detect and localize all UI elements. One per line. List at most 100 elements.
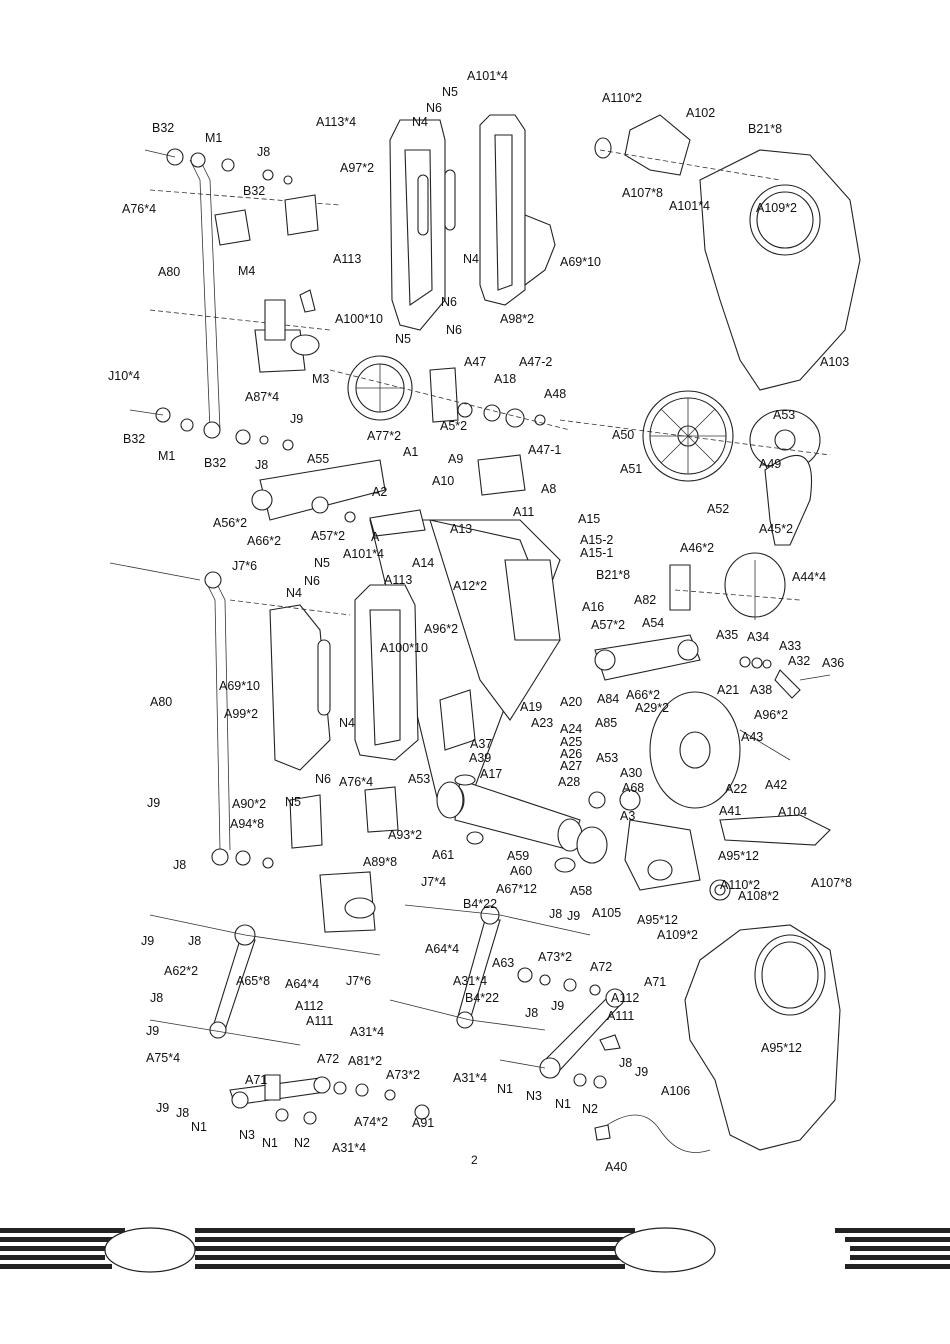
part-callout-label: A109*2 — [756, 201, 797, 215]
part-callout-label: A63 — [492, 956, 514, 970]
part-callout-label: A71 — [245, 1073, 267, 1087]
part-callout-label: A14 — [412, 556, 434, 570]
part-callout-label: N1 — [191, 1120, 207, 1134]
part-callout-label: N5 — [285, 795, 301, 809]
part-callout-label: A15-1 — [580, 546, 613, 560]
part-callout-label: J8 — [549, 907, 562, 921]
part-callout-label: A100*10 — [380, 641, 428, 655]
part-callout-label: A74*2 — [354, 1115, 388, 1129]
part-callout-label: A109*2 — [657, 928, 698, 942]
part-callout-label: A110*2 — [602, 91, 642, 105]
part-callout-label: A28 — [558, 775, 580, 789]
part-callout-label: J9 — [635, 1065, 648, 1079]
part-callout-label: A38 — [750, 683, 772, 697]
part-callout-label: A97*2 — [340, 161, 374, 175]
part-callout-label: A41 — [719, 804, 741, 818]
part-callout-label: A80 — [158, 265, 180, 279]
part-callout-label: A13 — [450, 522, 472, 536]
part-callout-label: A44*4 — [792, 570, 826, 584]
part-callout-label: A77*2 — [367, 429, 401, 443]
part-callout-label: A31*4 — [332, 1141, 366, 1155]
part-callout-label: A112 — [611, 991, 639, 1005]
part-callout-label: N6 — [426, 101, 442, 115]
part-callout-label: J9 — [551, 999, 564, 1013]
part-callout-label: M4 — [238, 264, 255, 278]
part-callout-label: A71 — [644, 975, 666, 989]
part-callout-label: A103 — [820, 355, 849, 369]
part-callout-label: A64*4 — [285, 977, 319, 991]
part-callout-label: A36 — [822, 656, 844, 670]
part-callout-label: A80 — [150, 695, 172, 709]
part-callout-label: A53 — [596, 751, 618, 765]
part-callout-label: A59 — [507, 849, 529, 863]
part-callout-label: J9 — [147, 796, 160, 810]
part-callout-label: M1 — [158, 449, 175, 463]
part-callout-label: N6 — [315, 772, 331, 786]
part-callout-label: A29*2 — [635, 701, 669, 715]
part-callout-label: B32 — [152, 121, 174, 135]
part-callout-label: A96*2 — [424, 622, 458, 636]
part-callout-label: N3 — [239, 1128, 255, 1142]
part-callout-label: A43 — [741, 730, 763, 744]
part-callout-label: A101*4 — [669, 199, 710, 213]
part-callout-label: N4 — [339, 716, 355, 730]
part-callout-label: A111 — [306, 1014, 333, 1028]
part-callout-label: A18 — [494, 372, 516, 386]
part-callout-label: J8 — [619, 1056, 632, 1070]
part-callout-label: A55 — [307, 452, 329, 466]
part-callout-label: A61 — [432, 848, 454, 862]
part-callout-label: A10 — [432, 474, 454, 488]
part-callout-label: N5 — [395, 332, 411, 346]
part-callout-label: J8 — [188, 934, 201, 948]
part-callout-label: N4 — [463, 252, 479, 266]
part-callout-label: A107*8 — [622, 186, 663, 200]
part-callout-label: J8 — [525, 1006, 538, 1020]
part-callout-label: A57*2 — [311, 529, 345, 543]
part-callout-label: M3 — [312, 372, 329, 386]
part-callout-label: A76*4 — [122, 202, 156, 216]
part-callout-label: A85 — [595, 716, 617, 730]
part-callout-label: A57*2 — [591, 618, 625, 632]
part-callout-label: J9 — [290, 412, 303, 426]
part-callout-label: A32 — [788, 654, 810, 668]
part-callout-label: A50 — [612, 428, 634, 442]
part-callout-label: A94*8 — [230, 817, 264, 831]
part-callout-label: A31*4 — [453, 1071, 487, 1085]
part-callout-label: A54 — [642, 616, 664, 630]
part-callout-label: A62*2 — [164, 964, 198, 978]
part-callout-label: A99*2 — [224, 707, 258, 721]
part-callout-label: A20 — [560, 695, 582, 709]
part-callout-label: B4*22 — [465, 991, 499, 1005]
part-callout-label: A56*2 — [213, 516, 247, 530]
part-callout-label: A113 — [333, 252, 361, 266]
part-callout-label: N6 — [446, 323, 462, 337]
part-callout-label: A16 — [582, 600, 604, 614]
part-callout-label: A60 — [510, 864, 532, 878]
part-callout-label: A73*2 — [538, 950, 572, 964]
part-callout-label: B21*8 — [596, 568, 630, 582]
part-callout-label: A101*4 — [467, 69, 508, 83]
part-callout-label: A19 — [520, 700, 542, 714]
part-callout-label: A73*2 — [386, 1068, 420, 1082]
part-callout-label: A39 — [469, 751, 491, 765]
part-callout-label: A93*2 — [388, 828, 422, 842]
part-callout-label: A12*2 — [453, 579, 487, 593]
part-callout-label: A22 — [725, 782, 747, 796]
part-callout-label: B32 — [243, 184, 265, 198]
part-callout-label: A69*10 — [219, 679, 260, 693]
part-callout-label: N6 — [304, 574, 320, 588]
part-callout-label: A100*10 — [335, 312, 383, 326]
part-callout-label: A42 — [765, 778, 787, 792]
part-callout-label: A112 — [295, 999, 323, 1013]
part-callout-label: A3 — [620, 809, 635, 823]
part-callout-label: A67*12 — [496, 882, 537, 896]
part-callout-label: N2 — [294, 1136, 310, 1150]
part-callout-label: M1 — [205, 131, 222, 145]
part-callout-label: J8 — [150, 991, 163, 1005]
part-callout-label: A51 — [620, 462, 642, 476]
part-callout-label: A31*4 — [350, 1025, 384, 1039]
part-callout-label: A66*2 — [626, 688, 660, 702]
part-callout-label: A110*2 — [720, 878, 760, 892]
